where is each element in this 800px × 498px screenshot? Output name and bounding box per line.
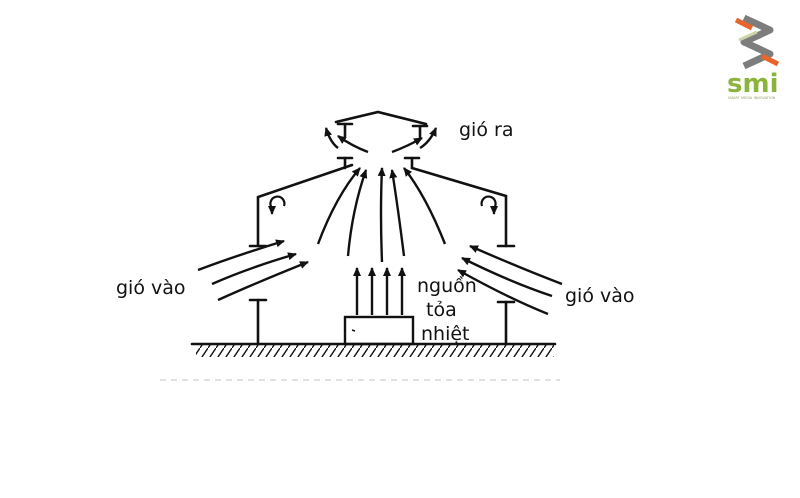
exhaust-arrow (337, 135, 369, 154)
label-inlet-air-right: gió vào (565, 285, 635, 307)
heat-source-box (343, 315, 415, 346)
inlet-arrow-right (461, 256, 553, 298)
eddy-left-icon (268, 195, 286, 215)
smi-logo-mark (734, 14, 780, 70)
updraft-arrow (346, 169, 368, 257)
inlet-arrow-right (457, 268, 549, 316)
label-heat-source-line2: tỏa (426, 299, 457, 321)
exhaust-arrow (391, 136, 423, 154)
left-wall-upper (256, 163, 354, 248)
roof-outlet (334, 110, 429, 170)
updraft-arrow (403, 167, 447, 245)
inlet-arrow-left (197, 239, 285, 272)
inlet-arrow-right (469, 244, 563, 286)
ground-hatching (196, 345, 554, 357)
updraft-arrow (377, 167, 386, 263)
smi-logo: smi SMART MEDIA INNOVATION (727, 14, 780, 100)
inlet-arrow-left (217, 260, 309, 302)
smi-logo-text: smi (727, 69, 778, 99)
updraft-arrow (389, 169, 406, 257)
label-inlet-air-left: gió vào (116, 277, 186, 299)
right-wall-upper (410, 166, 508, 248)
building-structure (190, 110, 557, 346)
exhaust-arrow (419, 127, 438, 150)
eddy-right-icon (480, 195, 498, 215)
smi-logo-tagline: SMART MEDIA INNOVATION (728, 96, 776, 100)
label-outlet-air: gió ra (459, 119, 513, 141)
airflow-arrows (197, 127, 563, 316)
label-heat-source-line3: nhiệt (421, 323, 470, 345)
exhaust-arrow (324, 127, 339, 149)
inlet-arrow-left (211, 252, 297, 286)
updraft-arrow (316, 167, 361, 245)
label-heat-source-line1: nguồn (417, 275, 477, 297)
